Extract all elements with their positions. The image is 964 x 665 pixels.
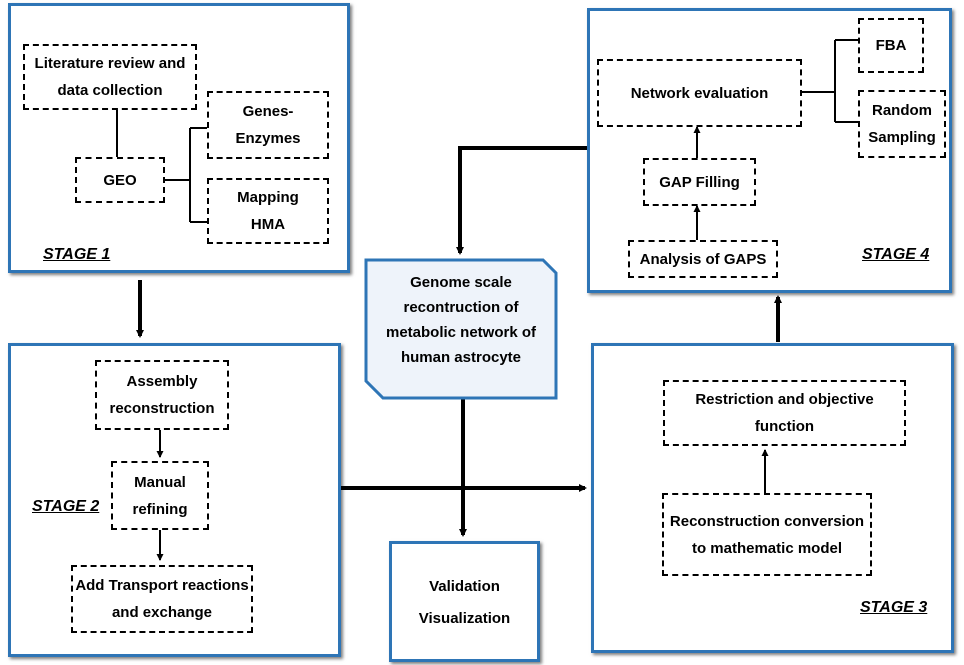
geo-box: GEO (75, 157, 165, 203)
validation-box (389, 541, 540, 662)
gap-filling-box: GAP Filling (643, 158, 756, 206)
validation-visualization-text: Validation Visualization (418, 578, 511, 627)
genes-enzymes-box: Genes-Enzymes (207, 91, 329, 159)
restriction-objective-box: Restriction and objective function (663, 380, 906, 446)
genome-box-shape (364, 258, 558, 400)
genome-scale-text: Genome scale recontruction of metabolic … (385, 274, 537, 366)
stage-4-label: STAGE 4 (862, 246, 930, 263)
stage-1-label: STAGE 1 (43, 246, 111, 263)
stage-3-label: STAGE 3 (860, 599, 928, 616)
fba-box: FBA (858, 18, 924, 73)
stage-2-label: STAGE 2 (32, 498, 100, 515)
network-evaluation-box: Network evaluation (597, 59, 802, 127)
analysis-of-gaps-box: Analysis of GAPS (628, 240, 778, 278)
